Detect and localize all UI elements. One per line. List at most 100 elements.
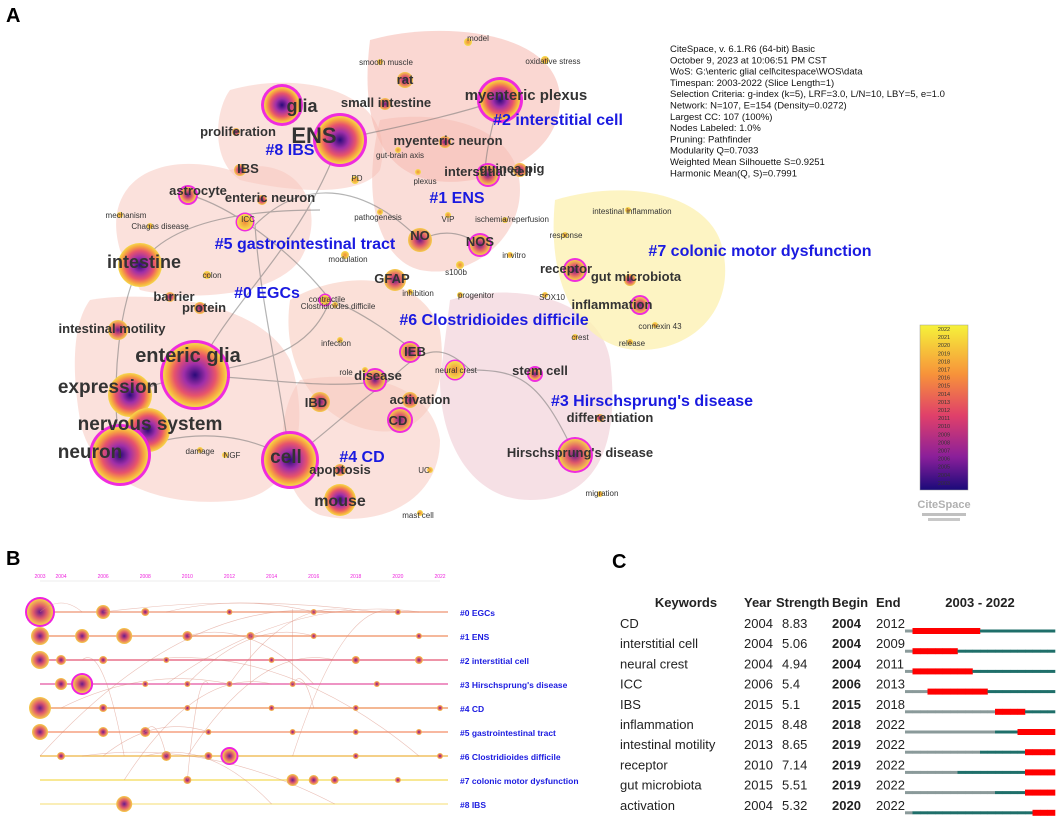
node-icc bbox=[235, 212, 255, 232]
timeline-node bbox=[414, 656, 423, 664]
burst-cell bbox=[1017, 708, 1026, 715]
node-enteric-glia bbox=[160, 340, 230, 410]
node-label: enteric neuron bbox=[225, 190, 315, 205]
timeline-cluster-label: #7 colonic motor dysfunction bbox=[460, 776, 579, 786]
burst-cell bbox=[1010, 690, 1018, 694]
timeline-node bbox=[163, 657, 170, 663]
legend-year: 2011 bbox=[938, 416, 950, 422]
node-glia bbox=[261, 84, 303, 126]
burst-cell bbox=[920, 690, 928, 694]
node-label: astrocyte bbox=[169, 183, 227, 198]
row-strength: 5.4 bbox=[782, 677, 800, 692]
burst-cell bbox=[1010, 791, 1018, 795]
row-strength: 4.94 bbox=[782, 656, 807, 671]
node-colon bbox=[203, 271, 211, 279]
node-label: neuron bbox=[58, 442, 122, 463]
burst-cell bbox=[1010, 629, 1018, 633]
burst-cell bbox=[1032, 789, 1041, 796]
timeline-cluster-label: #8 IBS bbox=[460, 800, 486, 810]
legend-year: 2019 bbox=[938, 351, 950, 357]
node-neural-crest bbox=[444, 359, 466, 381]
timeline-node bbox=[352, 729, 359, 735]
burst-cell bbox=[1002, 649, 1011, 653]
cluster-label: #7 colonic motor dysfunction bbox=[648, 243, 871, 260]
burst-cell bbox=[957, 688, 966, 695]
legend-year: 2014 bbox=[938, 392, 950, 398]
row-keyword: receptor bbox=[620, 757, 668, 772]
burst-cell bbox=[987, 649, 996, 653]
burst-cell bbox=[957, 710, 966, 714]
node-label: glia bbox=[286, 96, 318, 116]
burst-cell bbox=[1025, 710, 1033, 714]
timeline-cluster-label: #1 ENS bbox=[460, 632, 490, 642]
burst-cell bbox=[987, 710, 996, 714]
node-interstitial-cell bbox=[476, 163, 500, 187]
burst-cell bbox=[935, 791, 943, 795]
row-year: 2004 bbox=[744, 798, 773, 813]
burst-cell bbox=[1032, 809, 1041, 816]
legend-year: 2004 bbox=[938, 473, 950, 479]
burst-cell bbox=[957, 649, 966, 653]
burst-cell bbox=[1025, 789, 1033, 796]
burst-cell bbox=[965, 811, 973, 815]
burst-cell bbox=[1040, 710, 1048, 714]
burst-cell bbox=[1010, 811, 1018, 815]
node-disease bbox=[363, 368, 387, 392]
row-year: 2015 bbox=[744, 697, 773, 712]
burst-cell bbox=[912, 668, 921, 675]
burst-cell bbox=[987, 669, 996, 673]
cluster-regions bbox=[74, 30, 726, 519]
timeline-cluster-label: #5 gastrointestinal tract bbox=[460, 728, 556, 738]
burst-cell bbox=[912, 710, 921, 714]
burst-cell bbox=[987, 770, 996, 774]
burst-cell bbox=[965, 688, 973, 695]
header-begin: Begin bbox=[832, 595, 868, 610]
burst-cell bbox=[980, 669, 988, 673]
row-begin: 2004 bbox=[832, 636, 862, 651]
burst-cell bbox=[920, 770, 928, 774]
burst-cell bbox=[927, 648, 936, 655]
row-keyword: intestinal motility bbox=[620, 737, 716, 752]
info-line: Pruning: Pathfinder bbox=[670, 134, 751, 145]
row-strength: 5.1 bbox=[782, 697, 800, 712]
node-mast-cell bbox=[417, 510, 423, 516]
timeline-node bbox=[330, 776, 339, 784]
timeline-node bbox=[268, 657, 275, 663]
cluster-label: #2 interstitial cell bbox=[493, 112, 623, 129]
node-label: VIP bbox=[442, 215, 455, 224]
burst-cell bbox=[950, 770, 958, 774]
timeline-link bbox=[39, 602, 83, 613]
burst-cell bbox=[920, 811, 928, 815]
row-keyword: inflammation bbox=[620, 717, 694, 732]
node-cd bbox=[387, 407, 413, 433]
burst-cell bbox=[995, 750, 1003, 754]
timeline-node bbox=[57, 752, 66, 760]
burst-cell bbox=[920, 710, 928, 714]
node-label: NOS bbox=[466, 234, 495, 249]
burst-cell bbox=[905, 690, 913, 694]
burst-cell bbox=[912, 628, 921, 634]
row-strength: 8.65 bbox=[782, 737, 807, 752]
node-label: receptor bbox=[540, 261, 592, 276]
burst-cell bbox=[942, 688, 951, 695]
node-activation bbox=[402, 392, 418, 408]
row-strength: 8.83 bbox=[782, 616, 807, 631]
burst-cell bbox=[972, 669, 981, 673]
burst-cell bbox=[935, 648, 943, 655]
info-line: Nodes Labeled: 1.0% bbox=[670, 123, 761, 134]
row-strength: 5.06 bbox=[782, 636, 807, 651]
node-label: inflammation bbox=[572, 297, 653, 312]
burst-cell bbox=[1025, 690, 1033, 694]
burst-cell bbox=[1002, 730, 1011, 734]
timeline-node bbox=[32, 724, 48, 740]
node-gut-microbiota bbox=[624, 274, 636, 286]
burst-cell bbox=[912, 811, 921, 815]
burst-cell bbox=[1047, 729, 1056, 735]
burst-cell bbox=[927, 730, 936, 734]
timeline-node bbox=[415, 729, 422, 735]
node-label: barrier bbox=[153, 289, 194, 304]
burst-cell bbox=[980, 710, 988, 714]
burst-cell bbox=[972, 688, 981, 695]
